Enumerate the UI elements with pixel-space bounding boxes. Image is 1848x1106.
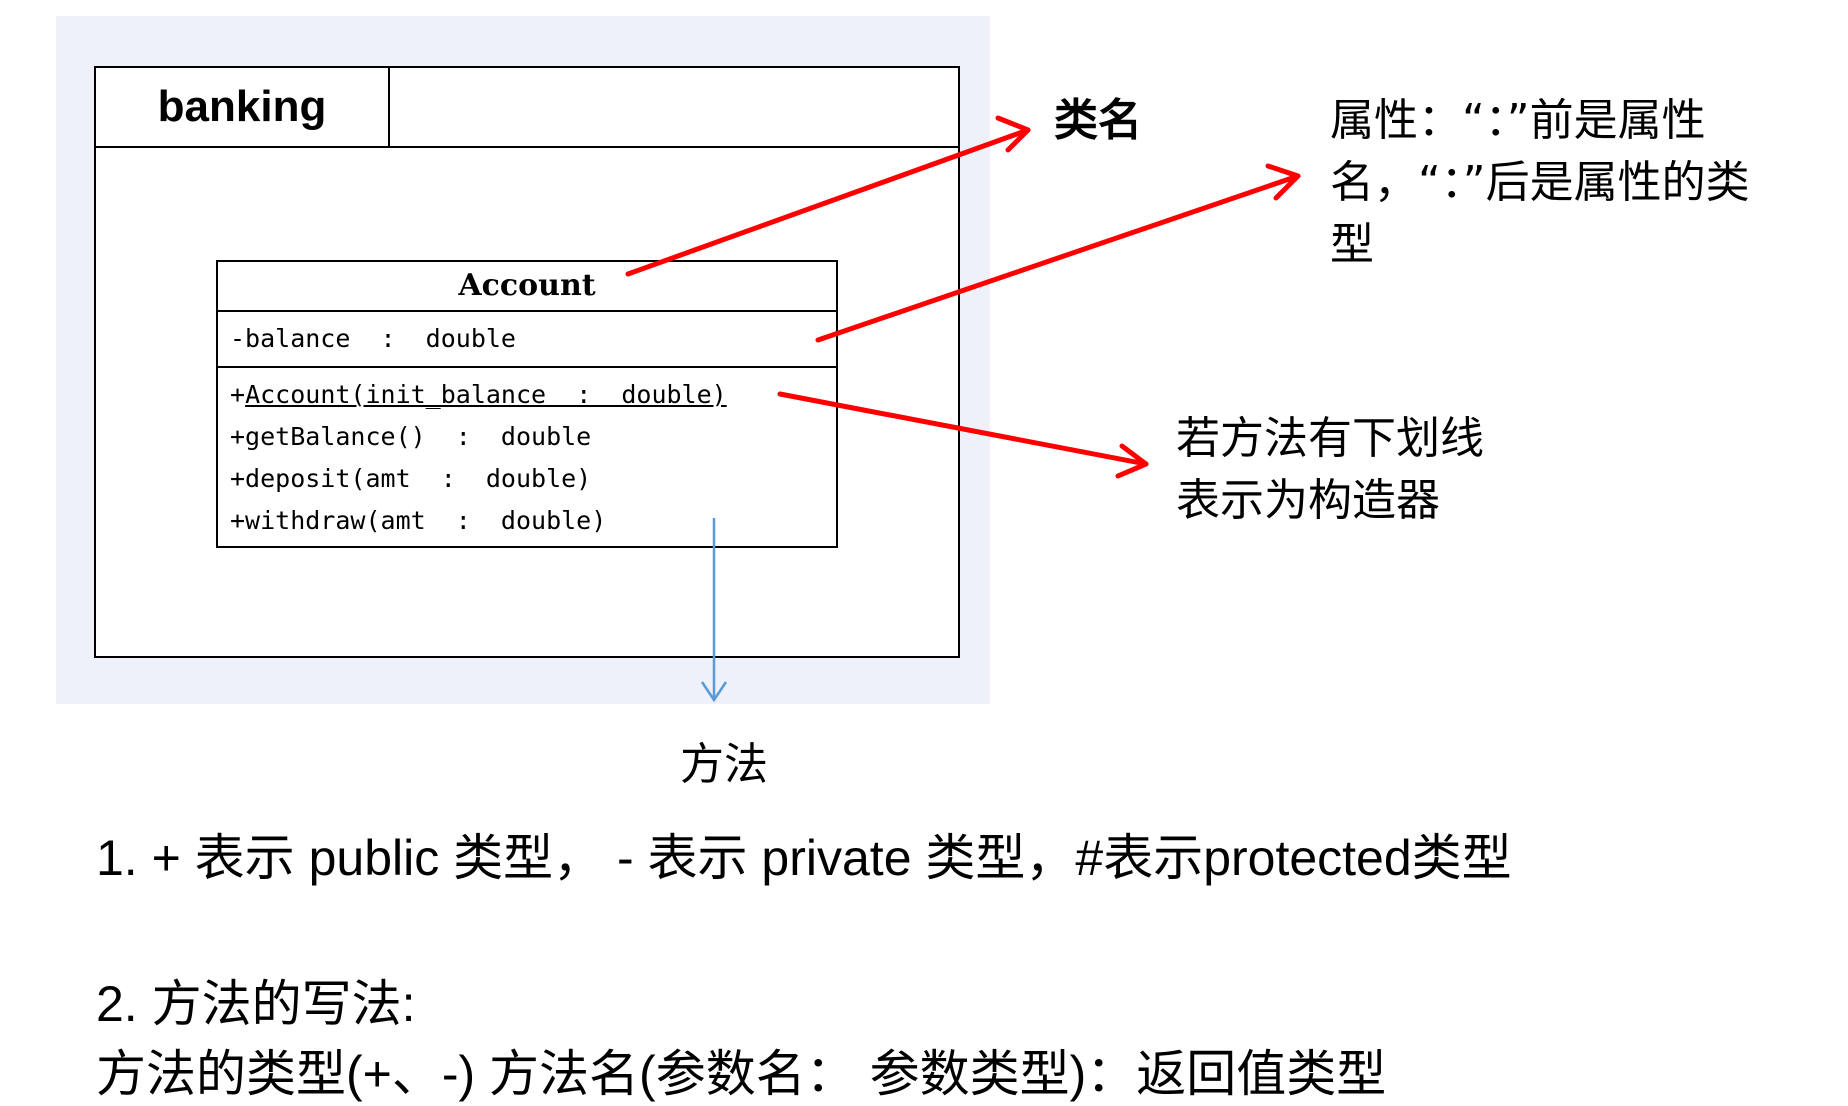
annotation-method: 方法 bbox=[680, 739, 768, 790]
annotation-attribute: 属性：“：”前是属性名，“：”后是属性的类型 bbox=[1330, 95, 1750, 270]
arrow-to-class-name bbox=[625, 127, 1031, 277]
package-header-divider bbox=[388, 146, 960, 148]
arrow-to-constructor-note bbox=[777, 391, 1149, 467]
operation-get-balance: +getBalance() : double bbox=[230, 422, 592, 451]
class-attribute: -balance : double bbox=[218, 312, 836, 368]
arrow-head-constructor-note bbox=[1115, 443, 1149, 479]
constructor-prefix: + bbox=[230, 380, 246, 409]
operation-deposit: +deposit(amt : double) bbox=[230, 464, 592, 493]
package-name: banking bbox=[94, 66, 390, 148]
class-name: Account bbox=[218, 262, 836, 312]
arrow-head-class-name bbox=[995, 115, 1031, 153]
arrow-head-attribute-note bbox=[1265, 163, 1301, 201]
operation-withdraw: +withdraw(amt : double) bbox=[230, 506, 607, 535]
class-operations: +Account(init_balance : double) +getBala… bbox=[218, 368, 836, 542]
class-box: Account -balance : double +Account(init_… bbox=[216, 260, 838, 548]
constructor-signature: Account(init_balance : double) bbox=[245, 380, 727, 409]
annotation-constructor: 若方法有下划线表示为构造器 bbox=[1176, 413, 1484, 526]
arrow-head-method-label bbox=[700, 681, 728, 703]
note-method-syntax: 方法的类型(+、-) 方法名(参数名： 参数类型)：返回值类型 bbox=[96, 1046, 1387, 1102]
annotation-class-name: 类名 bbox=[1054, 95, 1142, 146]
note-visibility: 1. + 表示 public 类型， - 表示 private 类型，#表示pr… bbox=[96, 830, 1512, 886]
constructor-operation: +Account(init_balance : double) bbox=[218, 374, 836, 416]
note-method-syntax-title: 2. 方法的写法: bbox=[96, 976, 416, 1032]
arrow-to-attribute-note bbox=[815, 173, 1301, 343]
